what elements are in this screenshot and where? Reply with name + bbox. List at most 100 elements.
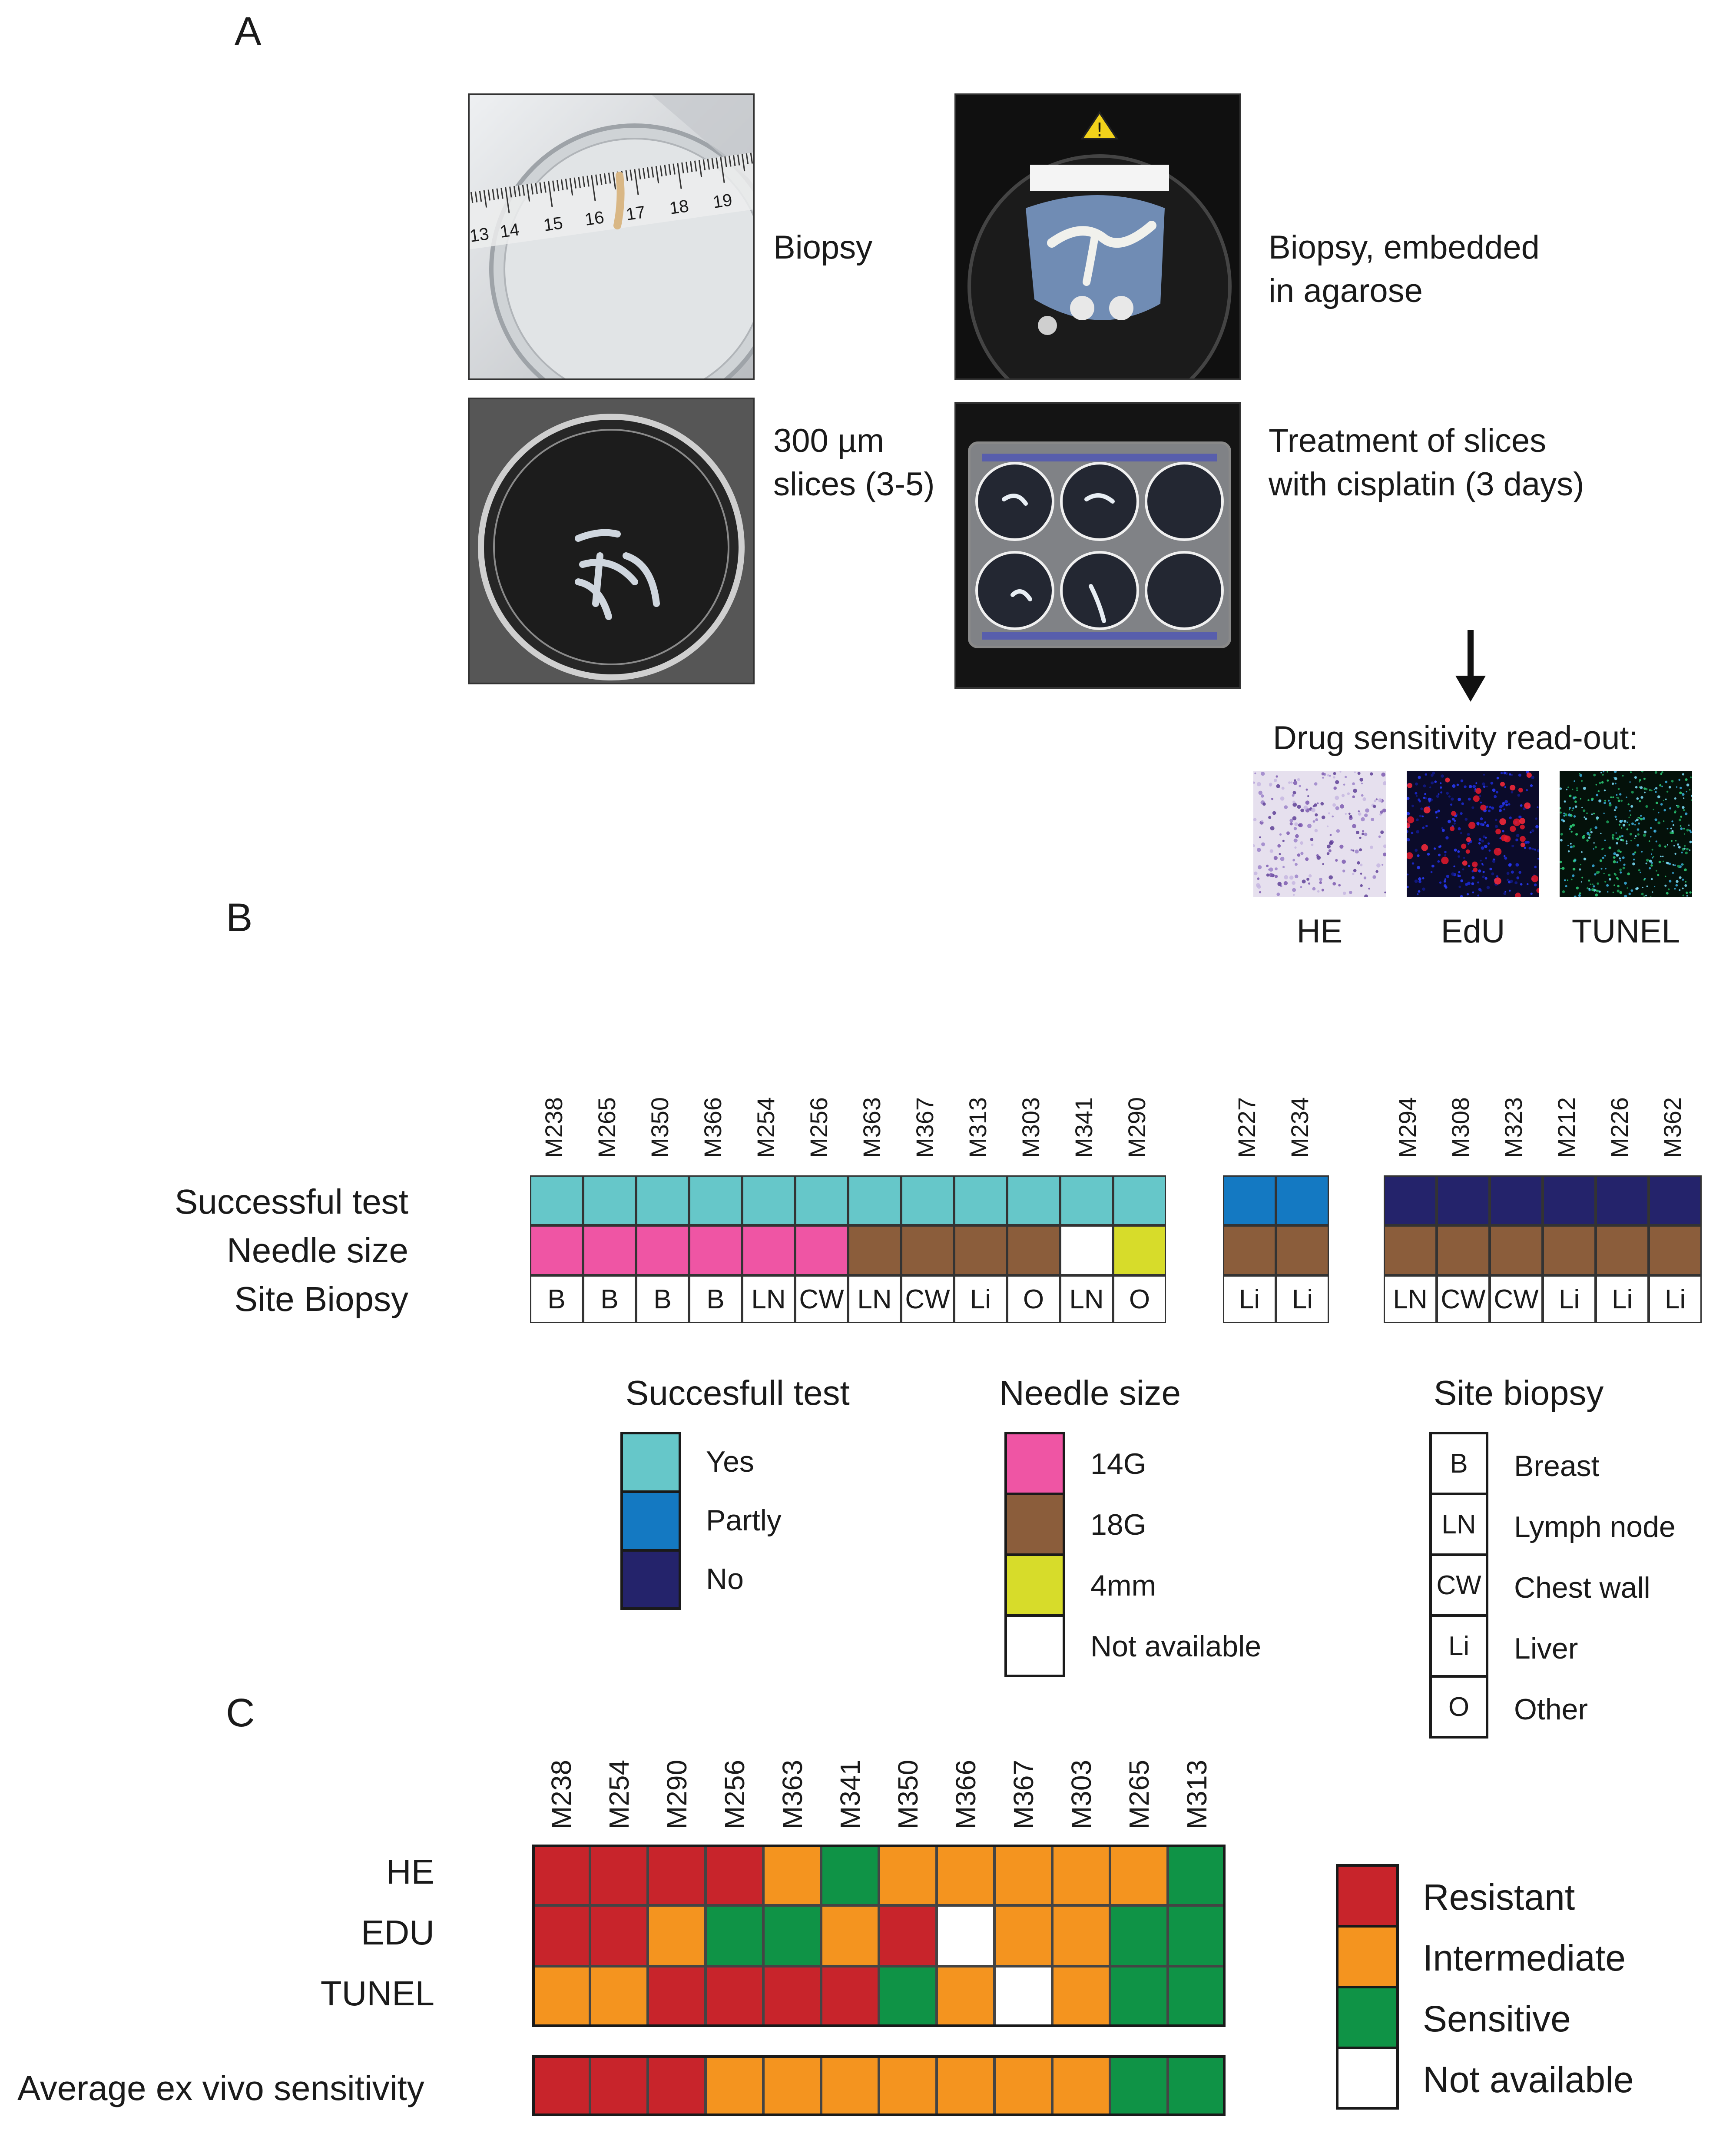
cell-nucleus-dot <box>1655 840 1657 843</box>
cell-nucleus-dot <box>1489 806 1492 809</box>
cell-nucleus-dot <box>1308 882 1311 885</box>
cell-nucleus-dot <box>1593 842 1595 844</box>
sensitivity-cell <box>648 1966 706 2027</box>
ruler-tick <box>548 181 553 207</box>
cell-nucleus-dot <box>1635 786 1638 789</box>
cell-nucleus-dot <box>1478 842 1481 845</box>
site-cell: B <box>689 1275 742 1323</box>
he-micrograph-drawing <box>1253 771 1386 897</box>
cell-nucleus-dot <box>1411 832 1414 834</box>
cell-nucleus-dot <box>1574 895 1577 897</box>
cell-nucleus-dot <box>1445 836 1449 839</box>
cell-nucleus-dot <box>1593 773 1596 776</box>
cell-nucleus-dot <box>1589 829 1591 831</box>
cell-nucleus-dot <box>1289 819 1293 823</box>
cell-nucleus-dot <box>1437 810 1440 813</box>
cell-nucleus-dot <box>1295 834 1299 838</box>
cell-nucleus-dot <box>1588 888 1590 890</box>
cell-nucleus-dot <box>1487 842 1490 845</box>
cell-nucleus-dot <box>1468 797 1471 801</box>
ruler-tick <box>552 180 555 192</box>
tunel-micrograph-drawing <box>1560 771 1692 897</box>
cell-nucleus-dot <box>1357 861 1360 865</box>
cell-nucleus-dot <box>1524 840 1528 844</box>
cell-nucleus-dot <box>1416 818 1419 821</box>
cell-nucleus-dot <box>1617 788 1620 790</box>
cell-nucleus-dot <box>1421 844 1428 851</box>
legend-site-name: Chest wall <box>1514 1571 1650 1604</box>
cell-nucleus-dot <box>1295 863 1298 866</box>
cell-nucleus-dot <box>1627 887 1628 889</box>
cell-nucleus-dot <box>1602 773 1604 776</box>
cell-nucleus-dot <box>1579 892 1581 895</box>
cell-nucleus-dot <box>1473 795 1480 802</box>
cell-nucleus-dot <box>1422 877 1425 879</box>
cell-nucleus-dot <box>1637 833 1640 836</box>
cell-nucleus-dot <box>1354 771 1356 773</box>
cell-nucleus-dot <box>1590 883 1592 885</box>
cell-nucleus-dot <box>1333 786 1337 790</box>
cell-nucleus-dot <box>1432 771 1435 775</box>
legend-site-name: Breast <box>1514 1450 1600 1483</box>
embedded-photo-drawing: ! <box>956 95 1239 378</box>
cell-nucleus-dot <box>1256 782 1261 786</box>
cell-nucleus-dot <box>1674 853 1676 855</box>
cell-nucleus-dot <box>1620 859 1621 862</box>
cell-nucleus-dot <box>1417 854 1420 857</box>
cell-nucleus-dot <box>1332 803 1336 807</box>
ruler-tick <box>560 179 564 190</box>
cell-nucleus-dot <box>1293 827 1297 830</box>
ruler-tick <box>659 165 663 176</box>
cell-nucleus-dot <box>1342 891 1346 895</box>
tunel-micrograph <box>1560 771 1692 897</box>
cell-nucleus-dot <box>1593 813 1595 815</box>
sensitivity-cell <box>648 1845 706 1905</box>
cell-nucleus-dot <box>1518 787 1523 793</box>
sensitivity-cell <box>879 1845 937 1905</box>
sensitivity-cell <box>937 1905 994 1966</box>
cell-nucleus-dot <box>1268 816 1272 819</box>
cell-nucleus-dot <box>1620 800 1623 802</box>
legend-needle-title: Needle size <box>999 1374 1181 1412</box>
cell-nucleus-dot <box>1418 800 1421 803</box>
cell-nucleus-dot <box>1418 890 1421 893</box>
cell-nucleus-dot <box>1272 811 1276 815</box>
cell-nucleus-dot <box>1678 779 1680 781</box>
legend-swatch-g14 <box>1004 1432 1065 1493</box>
cell-nucleus-dot <box>1673 845 1675 847</box>
cell-nucleus-dot <box>1438 853 1441 856</box>
site-cell: Li <box>954 1275 1007 1323</box>
cell-nucleus-dot <box>1362 797 1366 801</box>
cell-nucleus-dot <box>1292 881 1295 885</box>
cell-nucleus-dot <box>1262 802 1266 806</box>
test-cell <box>901 1175 954 1225</box>
ruler-tick <box>686 162 689 173</box>
cell-nucleus-dot <box>1423 796 1425 799</box>
cell-nucleus-dot <box>1503 855 1506 857</box>
legend-site-code: LN <box>1429 1493 1488 1553</box>
cell-nucleus-dot <box>1407 796 1410 800</box>
cell-nucleus-dot <box>1560 860 1562 863</box>
sensitivity-cell <box>532 1905 590 1966</box>
needle-cell <box>1276 1225 1329 1275</box>
cell-nucleus-dot <box>1429 786 1431 789</box>
cell-nucleus-dot <box>1570 825 1573 828</box>
cell-nucleus-dot <box>1515 838 1518 842</box>
cell-nucleus-dot <box>1619 850 1622 853</box>
needle-cell <box>742 1225 795 1275</box>
cell-nucleus-dot <box>1317 890 1320 893</box>
cell-nucleus-dot <box>1420 807 1423 810</box>
cell-nucleus-dot <box>1491 872 1494 876</box>
ruler-tick <box>711 158 714 169</box>
cell-nucleus-dot <box>1312 820 1315 823</box>
cell-nucleus-dot <box>1460 779 1464 783</box>
legend-swatch-yes <box>620 1432 681 1490</box>
cell-nucleus-dot <box>1503 808 1505 810</box>
cell-nucleus-dot <box>1641 893 1644 896</box>
cell-nucleus-dot <box>1592 883 1594 885</box>
cell-nucleus-dot <box>1569 794 1572 797</box>
ruler-tick <box>612 172 616 190</box>
cell-nucleus-dot <box>1342 869 1345 873</box>
cell-nucleus-dot <box>1309 874 1312 878</box>
cell-nucleus-dot <box>1684 868 1687 872</box>
